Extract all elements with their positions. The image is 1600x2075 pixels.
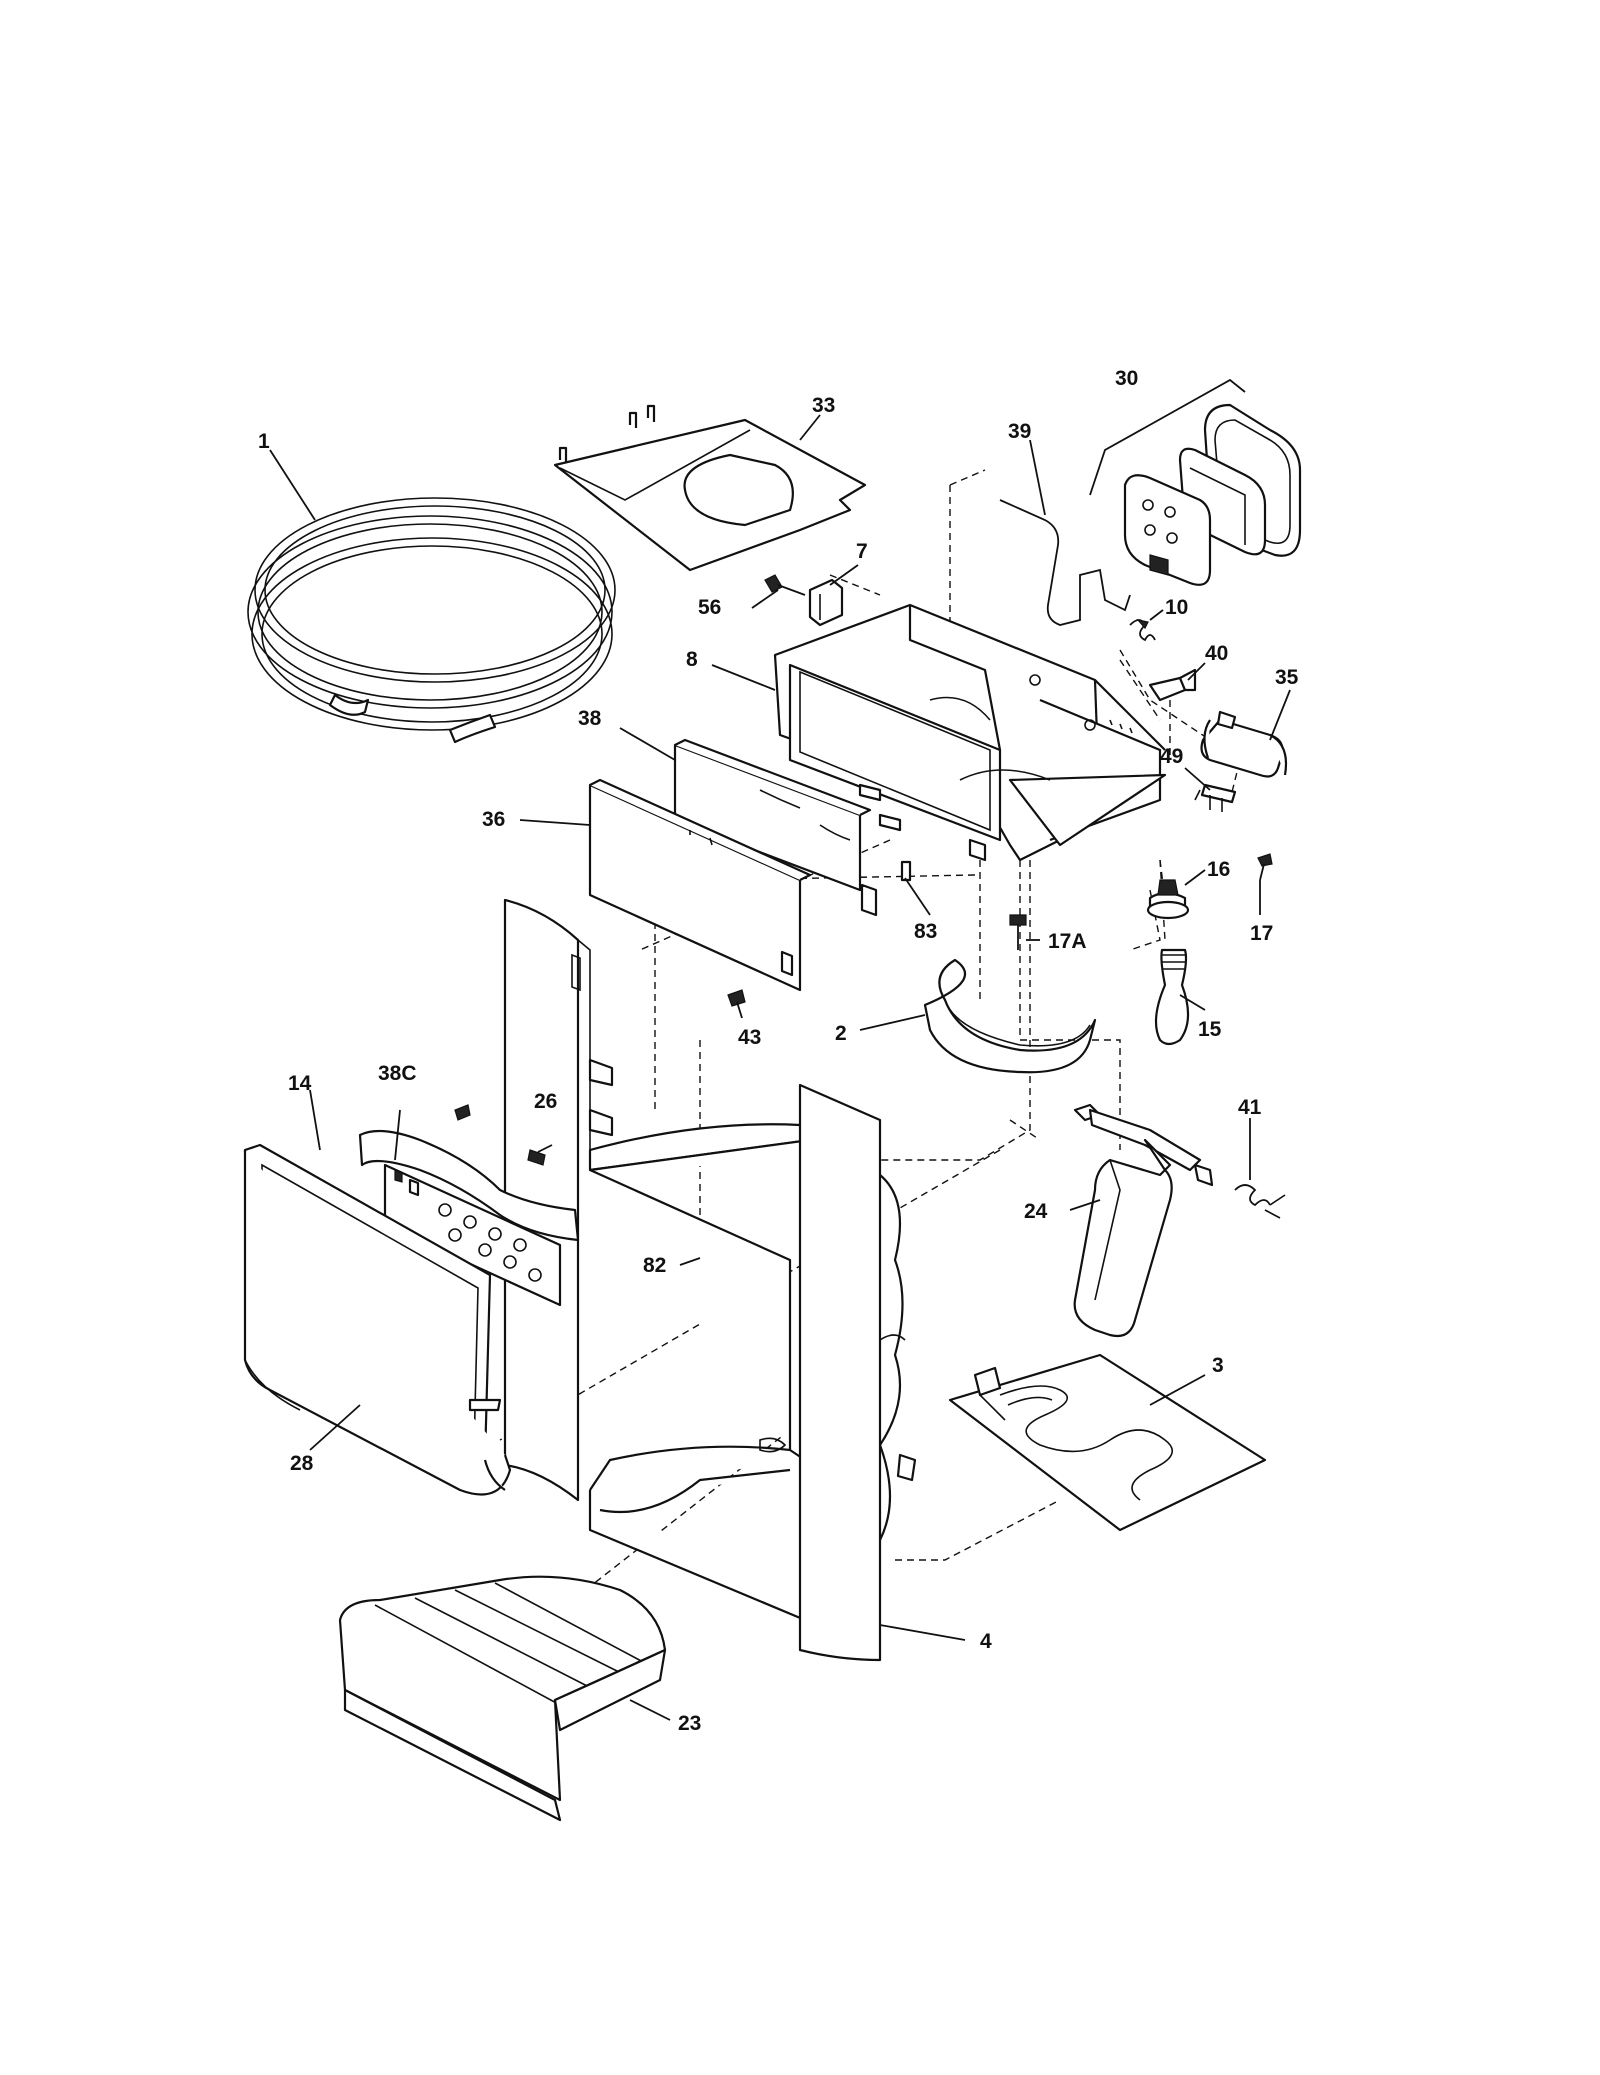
wire-part-39 <box>999 499 1131 626</box>
clip-part-83 <box>900 860 912 882</box>
tubing-coil-part-1 <box>247 497 616 744</box>
callout-33: 33 <box>812 394 835 417</box>
callout-2: 2 <box>835 1022 847 1045</box>
callout-14: 14 <box>288 1072 312 1095</box>
callout-43: 43 <box>738 1026 761 1049</box>
callout-17: 17 <box>1250 922 1273 945</box>
callout-23: 23 <box>678 1712 701 1735</box>
spring-part-41 <box>1234 1184 1286 1219</box>
callout-83: 83 <box>914 920 937 943</box>
callout-26: 26 <box>534 1090 557 1113</box>
dispenser-housing-part-8 <box>773 603 1167 862</box>
callout-labels: 1 33 30 39 7 56 10 8 40 35 38 49 36 16 8… <box>258 367 1299 1735</box>
callout-40: 40 <box>1205 642 1228 665</box>
callout-15: 15 <box>1198 1018 1222 1041</box>
ring-part-2 <box>923 958 1097 1074</box>
callout-28: 28 <box>290 1452 314 1475</box>
callout-3: 3 <box>1212 1354 1224 1377</box>
callout-8: 8 <box>686 648 698 671</box>
callout-30: 30 <box>1115 367 1138 390</box>
screw-part-43 <box>727 989 746 1019</box>
cover-plate-part-33 <box>553 404 867 572</box>
bulb-part-15 <box>1154 948 1190 1046</box>
callout-39: 39 <box>1008 420 1031 443</box>
actuator-part-40 <box>1148 668 1197 702</box>
screw-part-26 <box>454 1104 553 1166</box>
callout-24: 24 <box>1024 1200 1048 1223</box>
lever-arm-part-24 <box>1073 1103 1214 1338</box>
screw-part-56 <box>764 574 806 596</box>
control-board-part-38c <box>358 1129 580 1307</box>
screw-part-17a <box>1009 914 1027 950</box>
switch-part-49 <box>1194 783 1237 812</box>
callout-56: 56 <box>698 596 721 619</box>
callout-35: 35 <box>1275 666 1299 689</box>
drip-tray-part-23 <box>338 1575 667 1822</box>
window-part-14 <box>243 1143 512 1496</box>
panel-part-38 <box>673 738 902 892</box>
socket-part-35 <box>1200 710 1288 778</box>
board-part-36 <box>588 778 878 992</box>
callout-17a: 17A <box>1048 930 1087 953</box>
clip-part-7 <box>808 578 844 627</box>
left-side-panel <box>503 898 614 1502</box>
callout-36: 36 <box>482 808 505 831</box>
callout-1: 1 <box>258 430 270 453</box>
dispenser-frame-part-4 <box>588 1083 917 1662</box>
frame-part-28 <box>244 1359 301 1411</box>
callout-16: 16 <box>1207 858 1230 881</box>
callout-4: 4 <box>980 1630 992 1653</box>
heater-part-3 <box>948 1353 1267 1532</box>
callout-38: 38 <box>578 707 602 730</box>
screw-part-17 <box>1257 853 1273 881</box>
callout-41: 41 <box>1238 1096 1262 1119</box>
callout-49: 49 <box>1160 745 1183 768</box>
callout-7: 7 <box>856 540 868 563</box>
lamp-socket-part-16 <box>1146 879 1190 920</box>
callout-10: 10 <box>1165 596 1188 619</box>
callout-82: 82 <box>643 1254 666 1277</box>
spring-part-10 <box>1129 619 1156 642</box>
lens-housing-part-30 <box>1089 378 1302 586</box>
leader-lines <box>269 414 1291 1721</box>
callout-38c: 38C <box>378 1062 417 1085</box>
